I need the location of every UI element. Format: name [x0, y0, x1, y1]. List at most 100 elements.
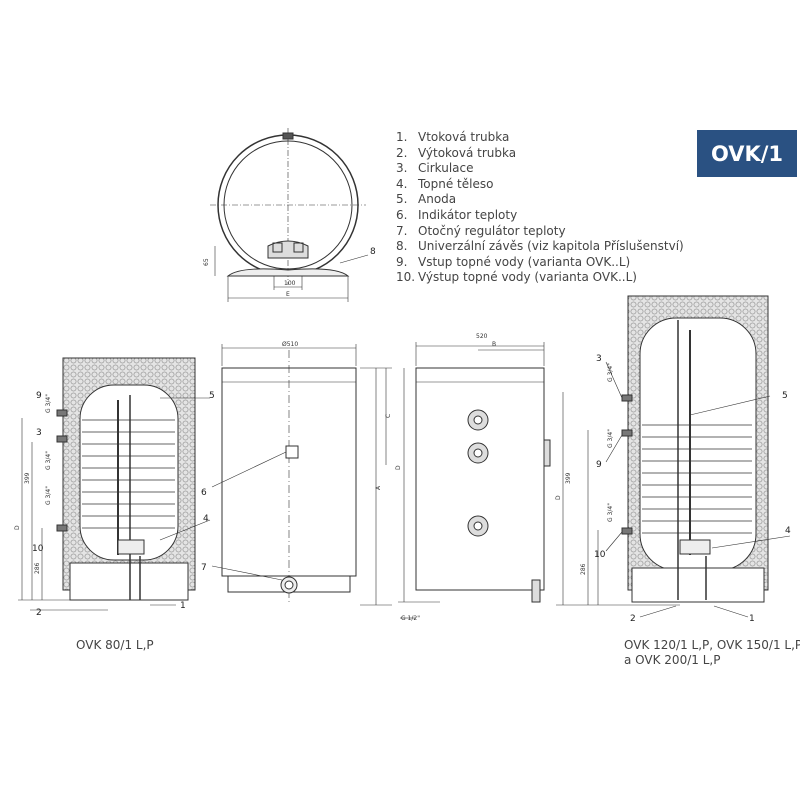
callout-4-right: 4	[785, 526, 791, 536]
right-dimensions	[556, 361, 791, 618]
right-section-view	[556, 295, 791, 618]
callout-6: 6	[201, 488, 207, 498]
front-view	[211, 344, 392, 606]
dim-label-thread: G 3/4"	[607, 503, 614, 522]
dim-label-d-side: D	[395, 465, 402, 470]
legend-number: 2.	[396, 145, 408, 160]
dim-label-pipe: G 1/2"	[401, 615, 420, 622]
legend-item: 10.Výstup topné vody (varianta OVK..L)	[396, 270, 684, 286]
left-inner-tank	[79, 384, 179, 561]
callout-2: 2	[36, 608, 42, 618]
top-view-hanger-top	[282, 132, 294, 140]
legend-number: 7.	[396, 223, 408, 238]
callout-4: 4	[203, 514, 209, 524]
callout-1: 1	[180, 601, 186, 611]
dim-label-thread: G 3/4"	[45, 486, 52, 505]
top-view-wall-bracket	[226, 268, 350, 277]
legend-text: Otočný regulátor teploty	[418, 223, 566, 238]
legend-number: 4.	[396, 176, 408, 191]
caption-ovk-80: OVK 80/1 L,P	[76, 638, 154, 652]
temperature-knob-center	[284, 580, 294, 590]
legend-item: 2. Výtoková trubka	[396, 146, 684, 162]
component-legend: 1.Vtoková trubka 2. Výtoková trubka 3. Cir…	[396, 130, 684, 286]
legend-item: 1.Vtoková trubka	[396, 130, 684, 146]
dim-label-100: 100	[284, 280, 296, 287]
top-view-fitting-left	[272, 242, 283, 253]
legend-number: 6.	[396, 207, 408, 222]
dim-label-e: E	[286, 291, 290, 298]
legend-item: 6. Indikátor teploty	[396, 208, 684, 224]
dim-label-65: 65	[203, 258, 210, 266]
legend-number: 10.	[396, 270, 416, 285]
side-view-dimensions	[398, 342, 545, 619]
left-port-10	[56, 524, 68, 532]
dim-label-thread: G 3/4"	[607, 363, 614, 382]
side-view	[398, 342, 551, 619]
dim-label-286-left: 286	[34, 562, 41, 574]
legend-text: Výstup topné vody (varianta OVK..L)	[418, 270, 637, 285]
dim-label-c: C	[385, 414, 392, 418]
legend-item: 9.Vstup topné vody (varianta OVK..L)	[396, 255, 684, 271]
dim-label-520: 520	[476, 333, 488, 340]
left-dimensions	[18, 397, 211, 611]
callout-10: 10	[32, 544, 44, 554]
callout-1-right: 1	[749, 614, 755, 624]
dim-label-thread: G 3/4"	[45, 394, 52, 413]
left-section-view	[18, 357, 211, 611]
legend-item: 5.Anoda	[396, 192, 684, 208]
legend-text: Cirkulace	[418, 161, 474, 176]
side-port-lower-center	[473, 521, 483, 531]
dim-label-286-right: 286	[580, 563, 587, 575]
left-port-9	[56, 409, 68, 417]
right-heat-coil	[642, 424, 752, 534]
legend-item: 7. Otočný regulátor teploty	[396, 224, 684, 240]
right-heating-element	[679, 539, 711, 555]
legend-number: 5.	[396, 192, 408, 207]
right-port-3	[621, 394, 633, 402]
legend-text: Indikátor teploty	[418, 207, 518, 222]
left-heat-coil	[82, 419, 175, 529]
callout-9: 9	[36, 391, 42, 401]
legend-text: Univerzální závěs (viz kapitola Přísluše…	[418, 239, 684, 254]
dim-label-399-left: 399	[24, 472, 31, 484]
left-bottom-cover	[69, 562, 189, 601]
right-inner-tank	[639, 317, 757, 571]
legend-item: 3. Cirkulace	[396, 161, 684, 177]
top-view-fitting-right	[293, 242, 304, 253]
front-view-dimensions	[211, 344, 392, 606]
legend-text: Topné těleso	[418, 176, 494, 191]
callout-3-right: 3	[596, 354, 602, 364]
side-view-wall-bracket-bottom	[531, 579, 541, 603]
dim-label-b: B	[492, 341, 496, 348]
legend-number: 3.	[396, 161, 408, 176]
callout-9-right: 9	[596, 460, 602, 470]
legend-text: Vtoková trubka	[418, 130, 510, 144]
side-port-middle-center	[473, 448, 483, 458]
left-port-3	[56, 435, 68, 443]
temperature-indicator	[285, 445, 299, 459]
right-bottom-cover	[631, 567, 765, 603]
left-heating-element	[117, 539, 145, 555]
dim-label-a: A	[375, 485, 382, 490]
legend-text: Výtoková trubka	[418, 145, 517, 160]
dim-label-d-right: D	[555, 495, 562, 500]
callout-3: 3	[36, 428, 42, 438]
right-port-10	[621, 527, 633, 535]
right-port-9	[621, 429, 633, 437]
caption-ovk-120-200: OVK 120/1 L,P, OVK 150/1 L,P a OVK 200/1…	[624, 638, 800, 668]
callout-5: 5	[209, 391, 215, 401]
side-port-upper-center	[473, 415, 483, 425]
dim-label-thread: G 3/4"	[45, 451, 52, 470]
dim-label-399-right: 399	[565, 472, 572, 484]
dim-label-d-left: D	[14, 525, 21, 530]
callout-7: 7	[201, 563, 207, 573]
side-view-wall-bracket-top	[543, 439, 551, 467]
legend-number: 8.	[396, 239, 408, 254]
caption-line: a OVK 200/1 L,P	[624, 653, 721, 667]
top-view-bottom-fittings	[267, 240, 309, 259]
product-code-badge: OVK/1	[697, 130, 797, 177]
callout-5-right: 5	[782, 391, 788, 401]
legend-text: Vstup topné vody (varianta OVK..L)	[418, 254, 631, 269]
callout-8: 8	[370, 247, 376, 257]
